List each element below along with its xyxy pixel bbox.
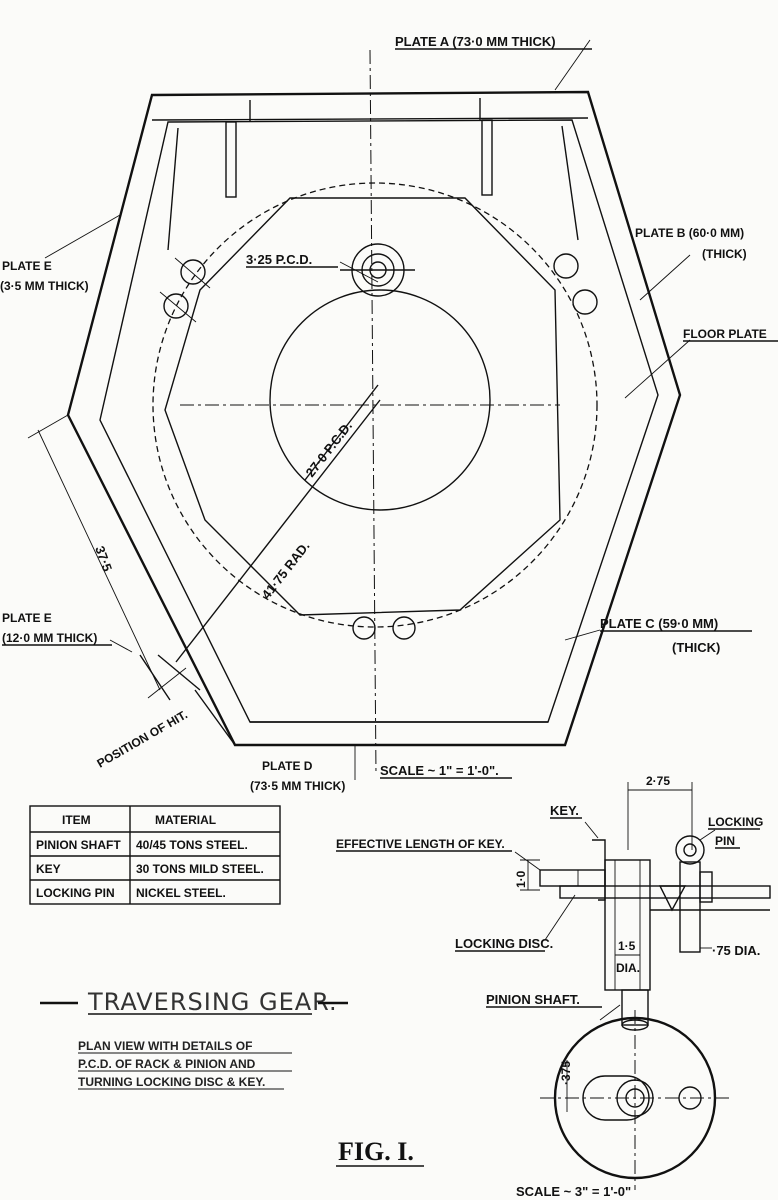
material-table: ITEM MATERIAL PINION SHAFT 40/45 TONS ST…	[29, 805, 281, 905]
pcd-circle-large	[269, 289, 491, 511]
plate-b-label: PLATE B (60·0 MM)	[635, 226, 744, 240]
dim-375-label: 37·5	[92, 544, 115, 574]
plate-c-label-2: (THICK)	[672, 640, 720, 655]
hull-outline	[66, 90, 682, 747]
table-cell: 40/45 TONS STEEL.	[136, 838, 248, 852]
table-cell: LOCKING PIN	[36, 886, 115, 900]
scale-detail-label: SCALE ~ 3" = 1'-0"	[516, 1184, 631, 1199]
locking-disc-plan	[540, 1010, 730, 1190]
bolt-holes	[159, 253, 598, 640]
effective-length-label: EFFECTIVE LENGTH OF KEY.	[336, 837, 505, 851]
drawing-title: TRAVERSING GEAR.	[87, 988, 338, 1016]
floor-plate-label: FLOOR PLATE	[683, 327, 767, 341]
subtitle-line-1: PLAN VIEW WITH DETAILS OF	[78, 1039, 252, 1053]
plate-e-label-2: (12·0 MM THICK)	[2, 631, 97, 645]
plate-left-upper-label: PLATE E	[2, 259, 52, 273]
plate-d-label-2: (73·5 MM THICK)	[250, 779, 345, 793]
dia-label: DIA.	[616, 961, 640, 975]
pinion-shaft-label: PINION SHAFT.	[486, 992, 580, 1007]
dim-15-label: 1·5	[618, 939, 636, 953]
outer-pitch-circle	[152, 182, 598, 628]
dim-10-label: 1·0	[514, 870, 528, 888]
plate-d-label: PLATE D	[262, 759, 313, 773]
dia-75-label: ·75 DIA.	[712, 943, 760, 958]
locking-pin-label: LOCKING	[708, 815, 763, 829]
plate-e-label: PLATE E	[2, 611, 52, 625]
pcd-small-label: 3·25 P.C.D.	[246, 252, 312, 267]
table-header-material: MATERIAL	[155, 813, 216, 827]
plate-left-upper-label-2: (3·5 MM THICK)	[0, 279, 89, 293]
detail-section-view	[514, 782, 771, 1031]
plate-b-label-2: (THICK)	[702, 247, 747, 261]
subtitle-line-2: P.C.D. OF RACK & PINION AND	[78, 1057, 256, 1071]
locking-pin-label-2: PIN	[715, 834, 735, 848]
pcd-large-label: 27·0 P.C.D.	[303, 418, 356, 479]
pinion-circles	[340, 243, 415, 297]
key-label: KEY.	[550, 803, 579, 818]
dim-375-small-label: ·375	[559, 1061, 573, 1085]
table-cell: KEY	[36, 862, 61, 876]
position-of-hit-label: POSITION OF HIT.	[95, 707, 190, 770]
subtitle-line-3: TURNING LOCKING DISC & KEY.	[78, 1075, 265, 1089]
floor-plate-opening	[164, 197, 561, 616]
dim-275-label: 2·75	[646, 774, 670, 788]
figure-number: FIG. I.	[338, 1137, 414, 1166]
scale-main-label: SCALE ~ 1" = 1'-0".	[380, 763, 499, 778]
plate-c-label: PLATE C (59·0 MM)	[600, 616, 718, 631]
locking-disc-label: LOCKING DISC.	[455, 936, 553, 951]
table-header-item: ITEM	[62, 813, 91, 827]
table-cell: PINION SHAFT	[36, 838, 121, 852]
plate-a-label: PLATE A (73·0 MM THICK)	[395, 34, 556, 49]
radius-label: 41·75 RAD.	[259, 539, 313, 602]
table-cell: NICKEL STEEL.	[136, 886, 226, 900]
table-cell: 30 TONS MILD STEEL.	[136, 862, 264, 876]
